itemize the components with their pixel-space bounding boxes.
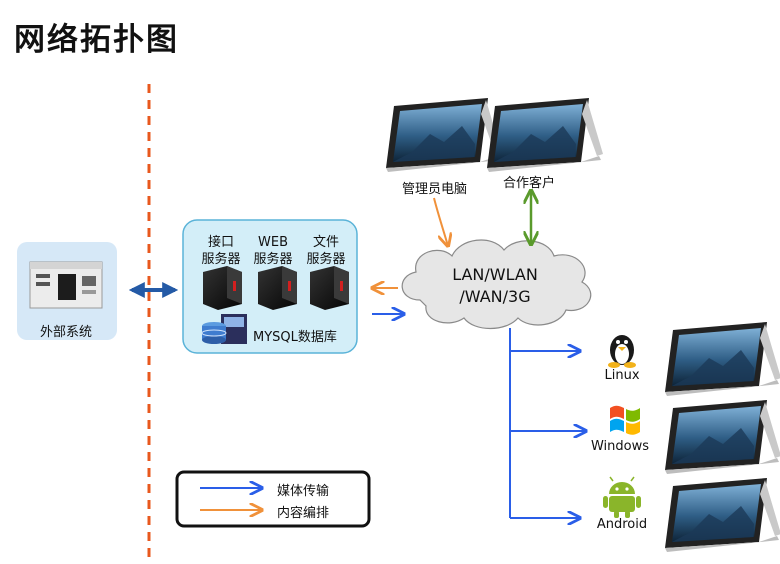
legend-media-label: 媒体传输 [277,484,330,499]
network-cloud-icon [401,239,592,329]
distribution-lines [509,328,586,518]
server-label-line: 接口 [207,235,234,250]
android-tablet-icon [665,478,780,552]
server-label-line: 服务器 [253,252,293,267]
server-icon [310,266,349,310]
android-label: Android [596,517,648,532]
database-icon [201,314,247,344]
server-label-line: WEB [258,235,288,250]
server-label-line: 服务器 [306,252,346,267]
server-label-line: 服务器 [201,252,241,267]
legend-content-label: 内容编排 [277,506,330,521]
cloud-label: LAN/WLAN /WAN/3G [425,264,565,308]
page-title: 网络拓扑图 [14,22,179,58]
partner-client-label: 合作客户 [503,176,556,191]
external-system-label: 外部系统 [40,325,93,340]
server-icon [258,266,297,310]
linux-tablet-icon [665,322,780,396]
server-label-api: 接口 服务器 [193,234,249,268]
industrial-pc-icon [29,261,103,309]
server-label-web: WEB 服务器 [245,234,301,268]
database-label: MYSQL数据库 [253,330,337,345]
server-icon [203,266,242,310]
cloud-label-line: LAN/WLAN [452,265,538,284]
windows-label: Windows [590,439,650,454]
admin-pc-label: 管理员电脑 [402,182,468,197]
admin-content-arrow [433,197,448,246]
server-label-file: 文件 服务器 [298,234,354,268]
windows-tablet-icon [665,400,780,474]
linux-penguin-icon [608,335,636,368]
legend-box [175,470,371,528]
cloud-label-line: /WAN/3G [459,287,531,306]
server-label-line: 文件 [312,235,339,250]
admin-tablet-icon [386,98,502,172]
partner-tablet-icon [487,98,603,172]
android-robot-icon [603,476,641,518]
linux-label: Linux [604,368,640,383]
windows-flag-icon [610,405,640,435]
